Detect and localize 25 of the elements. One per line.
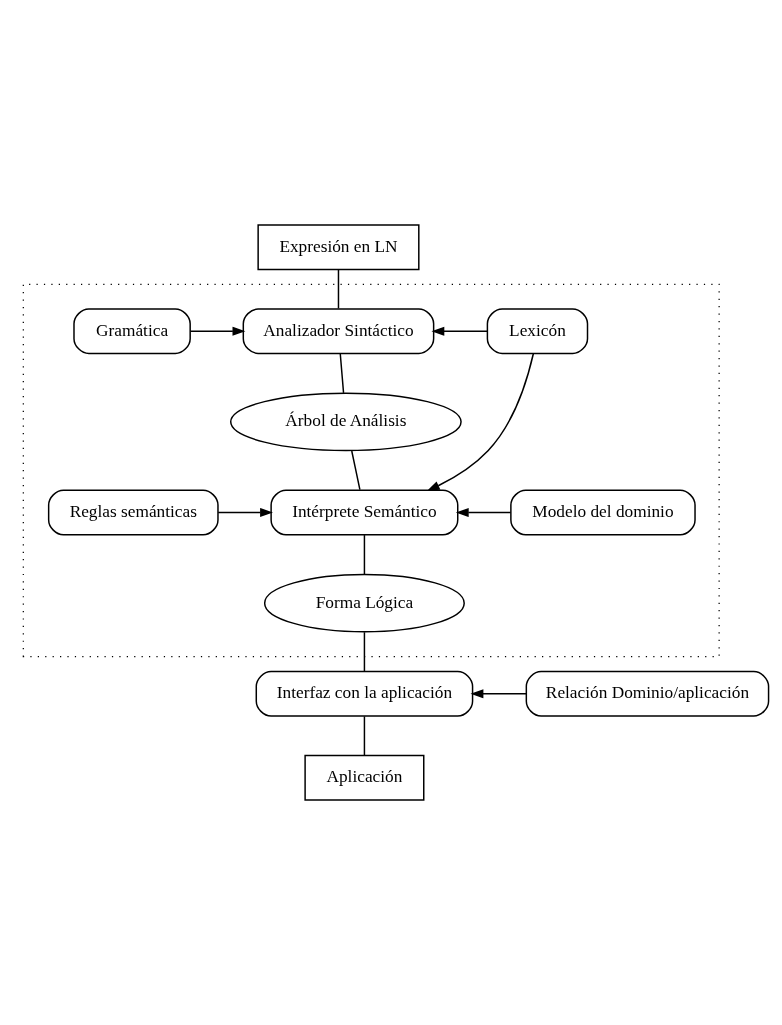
- node-box: Modelo del dominio: [510, 489, 696, 536]
- arrow: [426, 353, 535, 492]
- arrow: [431, 326, 488, 336]
- node-box: Reglas semánticas: [47, 489, 219, 536]
- connector: [363, 534, 366, 575]
- node-box: Aplicación: [304, 754, 425, 801]
- connector: [363, 631, 366, 672]
- node-box: Interfaz con la aplicación: [255, 670, 474, 717]
- node-box: Lexicón: [486, 308, 589, 355]
- cluster: [22, 283, 720, 658]
- connector: [363, 715, 366, 756]
- connector: [339, 353, 345, 394]
- node-ellipse: Árbol de Análisis: [230, 392, 462, 452]
- node-box: Analizador Sintáctico: [242, 308, 435, 355]
- connector: [351, 450, 361, 491]
- node-box: Expresión en LN: [257, 224, 420, 271]
- node-box: Intérprete Semántico: [270, 489, 459, 536]
- arrow: [470, 689, 527, 699]
- arrow: [217, 508, 273, 517]
- arrow: [455, 508, 512, 517]
- arrow: [189, 326, 246, 336]
- connector: [337, 269, 340, 310]
- node-box: Relación Dominio/aplicación: [525, 670, 770, 717]
- node-ellipse: Forma Lógica: [263, 573, 465, 633]
- node-box: Gramática: [73, 308, 191, 355]
